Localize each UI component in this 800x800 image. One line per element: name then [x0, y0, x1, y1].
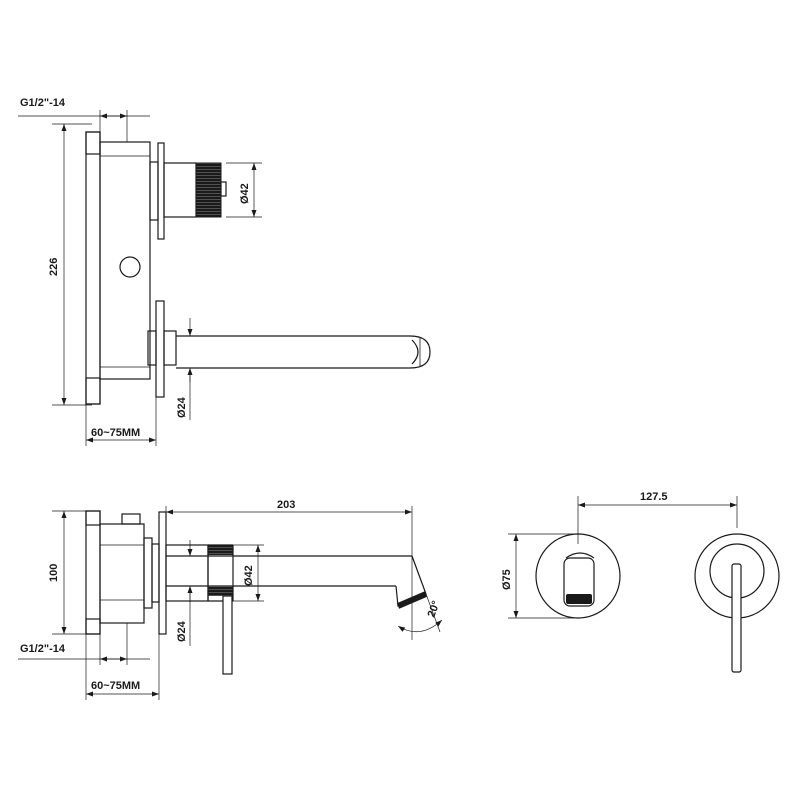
side-elevation-view: G1/2"-14 226 Ø42 Ø24 60~75MM [18, 97, 431, 446]
bottom-height-label: 100 [48, 564, 60, 582]
front-view: 127.5 Ø75 [501, 491, 780, 673]
bottom-spout-dia-label: Ø24 [176, 620, 188, 642]
bottom-wall-depth-label: 60~75MM [91, 680, 140, 692]
bottom-angle-label: 20° [426, 599, 443, 619]
top-height-label: 226 [48, 258, 60, 276]
bottom-thread-label: G1/2"-14 [20, 643, 66, 655]
plate-dia-label: Ø75 [501, 569, 513, 590]
plate-spacing-label: 127.5 [640, 491, 668, 503]
bottom-spout-length-label: 203 [277, 499, 295, 511]
top-spout-dia-label: Ø24 [176, 396, 188, 418]
handle-plate [694, 496, 780, 673]
top-wall-depth-label: 60~75MM [91, 427, 140, 439]
spout-plate [535, 496, 621, 619]
top-thread-label: G1/2"-14 [20, 97, 66, 109]
bottom-handle-dia-label: Ø42 [243, 565, 255, 586]
top-handle-dia-label: Ø42 [239, 183, 251, 204]
plan-view: 203 100 Ø42 Ø24 G1/2"-14 60~75MM 20° [18, 499, 443, 700]
